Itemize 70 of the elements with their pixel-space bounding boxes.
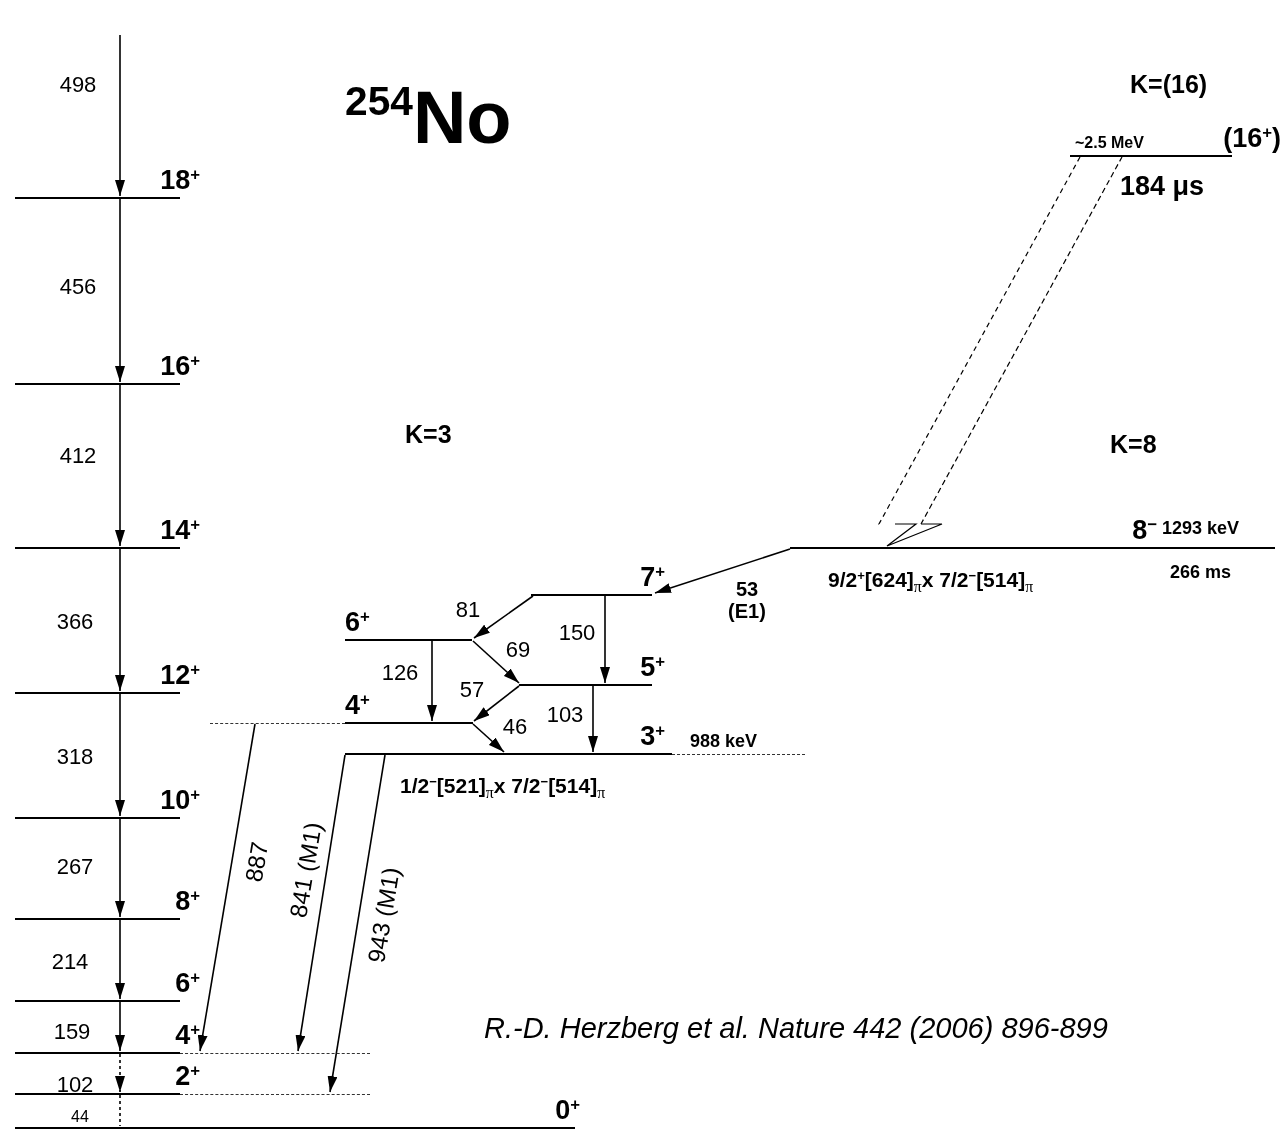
band-label: K=3 (405, 420, 452, 449)
transition-arrow (472, 640, 520, 684)
transition-energy: 44 (71, 1108, 89, 1126)
level-energy: 988 keV (690, 730, 758, 753)
spin-label: 3$^{+}$ (640, 722, 665, 750)
transition-energy: 887 (240, 840, 274, 884)
transition-energy: 498 (59, 73, 97, 97)
transition-arrow (115, 198, 125, 383)
spin-label: 4$^{+}$ (345, 691, 370, 719)
band-label: K=8 (1110, 430, 1157, 459)
spin-label: 6$^{+}$ (175, 969, 200, 997)
transition-energy: 53 (E1) (727, 578, 767, 622)
transition-energy: 57 (459, 678, 485, 702)
transition-arrow (115, 1001, 125, 1052)
configuration-label: 1/2$^{−}$[521]$_{π}$x 7/2$^{−}$[514]$_{π}$ (400, 772, 606, 799)
configuration-label: 9/2$^{+}$[624]$_{π}$x 7/2$^{−}$[514]$_{π}$ (828, 566, 1034, 593)
spin-label: 6$^{+}$ (345, 608, 370, 636)
spin-label: 4$^{+}$ (175, 1021, 200, 1049)
spin-label: 16$^{+}$ (160, 352, 200, 380)
transition-arrow (427, 640, 437, 722)
half-life: 184 μs (1120, 170, 1205, 203)
transition-energy: 366 (56, 610, 94, 634)
transition-energy: 841 (M1) (285, 820, 327, 920)
transition-arrow (473, 595, 534, 639)
level-energy: 1293 keV (1162, 517, 1240, 540)
spin-label: 14$^{+}$ (160, 516, 200, 544)
transition-arrow (115, 34, 125, 197)
nuclide-title: $^{254}$No (345, 78, 512, 158)
transition-energy: 46 (502, 715, 528, 739)
transition-energy: 456 (59, 275, 97, 299)
transition-energy: 150 (558, 621, 596, 645)
spin-label: 7$^{+}$ (640, 563, 665, 591)
transition-arrow (115, 384, 125, 547)
transition-arrow (654, 548, 791, 594)
spin-label: 18$^{+}$ (160, 166, 200, 194)
transition-arrow (115, 1053, 125, 1093)
transition-arrow (473, 685, 520, 722)
band-label: K=(16) (1130, 70, 1208, 99)
transition-energy: 214 (51, 950, 89, 974)
spin-label: 12$^{+}$ (160, 661, 200, 689)
transition-energy: 412 (59, 444, 97, 468)
transition-arrow (295, 754, 346, 1052)
transition-energy: 69 (505, 638, 531, 662)
transition-energy: 267 (56, 855, 94, 879)
spin-label: 8$^{+}$ (175, 887, 200, 915)
spin-label: 0$^{+}$ (555, 1096, 580, 1124)
transition-arrow (115, 919, 125, 1000)
spin-label: 5$^{+}$ (640, 653, 665, 681)
spin-label: 10$^{+}$ (160, 786, 200, 814)
transition-energy: 943 (M1) (363, 865, 405, 965)
level-energy: ~2.5 MeV (1075, 133, 1144, 153)
transition-arrow (472, 723, 505, 753)
transition-arrow (115, 818, 125, 918)
spin-label: 8$^{−}$ (1132, 516, 1157, 544)
transition-energy: 103 (546, 703, 584, 727)
transition-arrow (115, 693, 125, 817)
transition-arrow (600, 595, 610, 684)
half-life: 266 ms (1170, 561, 1232, 584)
transition-energy: 81 (455, 598, 481, 622)
transition-arrow (115, 548, 125, 692)
transition-energy: 102 (56, 1073, 94, 1097)
transition-energy: 318 (56, 745, 94, 769)
transition-arrow (327, 754, 386, 1093)
transition-energy: 159 (53, 1020, 91, 1044)
spin-label: (16$^{+}$) (1223, 124, 1281, 152)
transition-arrow (588, 685, 598, 753)
spin-label: 2$^{+}$ (175, 1062, 200, 1090)
transition-arrow (197, 723, 256, 1052)
reference-citation: R.-D. Herzberg et al. Nature 442 (2006) 896-899 (484, 1012, 1108, 1045)
transition-energy: 126 (381, 661, 419, 685)
